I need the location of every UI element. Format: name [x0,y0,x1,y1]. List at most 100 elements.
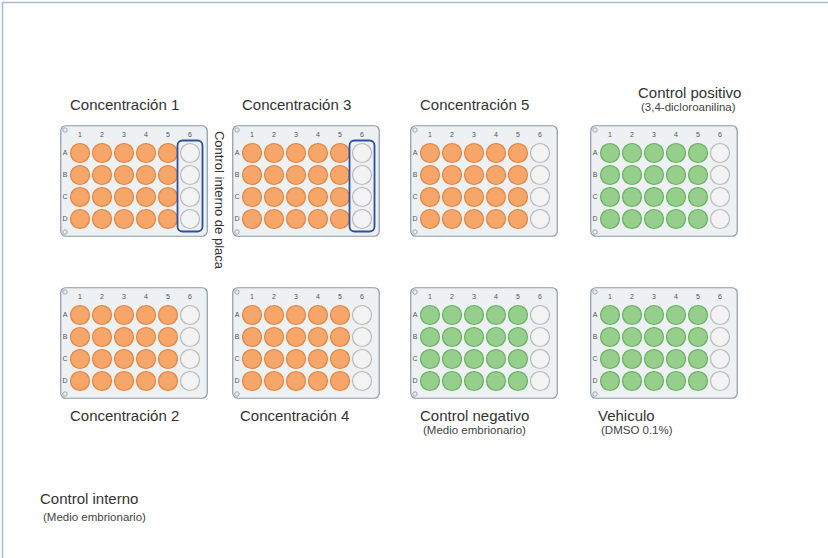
row-letter: D [590,377,600,385]
plate-body [61,288,208,399]
well [509,350,528,369]
well-plate: Vehiculo(DMSO 0.1%)123456ABCD [590,287,738,399]
column-number: 6 [185,131,195,139]
well [331,210,350,229]
well [243,350,262,369]
column-number: 1 [247,131,257,139]
row-letter: A [590,311,600,319]
plate-drawing [590,287,738,399]
row-letter: A [410,149,420,157]
well [601,210,620,229]
well [353,372,372,391]
well [265,166,284,185]
well [353,306,372,325]
column-number: 3 [119,131,129,139]
plate-title: Concentración 3 [242,96,351,113]
well [465,350,484,369]
well [531,144,550,163]
well [331,188,350,207]
well [623,306,642,325]
well [601,350,620,369]
well [159,188,178,207]
well [487,306,506,325]
column-number: 1 [605,131,615,139]
row-letter: B [60,333,70,341]
well [243,328,262,347]
plate-title: Control positivo [638,84,741,101]
well [689,210,708,229]
well [159,210,178,229]
column-number: 2 [447,293,457,301]
plate-title-group: Concentración 1 [70,96,179,113]
well [243,210,262,229]
well [667,328,686,347]
column-number: 4 [491,293,501,301]
well [689,144,708,163]
column-number: 2 [269,131,279,139]
plate-subtitle: (3,4-dicloroanilina) [641,101,741,113]
well [531,306,550,325]
well [287,166,306,185]
plate-corner-mark [413,230,417,234]
well [531,166,550,185]
row-letter: D [60,215,70,223]
plate-subtitle: (Medio embrionario) [423,424,529,436]
well [689,372,708,391]
well [443,350,462,369]
well [115,328,134,347]
well [331,306,350,325]
well [509,372,528,391]
well [93,372,112,391]
well [265,350,284,369]
column-number: 6 [535,293,545,301]
well [137,306,156,325]
well [137,188,156,207]
well [353,166,372,185]
well [115,372,134,391]
well [689,188,708,207]
column-number: 6 [357,293,367,301]
plate-corner-mark [235,290,239,294]
well [71,350,90,369]
column-number: 5 [513,131,523,139]
well [465,166,484,185]
well [645,188,664,207]
well [509,166,528,185]
note-subtitle: (Medio embrionario) [43,511,146,524]
well [181,188,200,207]
row-letter: B [590,333,600,341]
well [601,188,620,207]
column-number: 2 [97,131,107,139]
well [667,372,686,391]
column-number: 4 [671,131,681,139]
well [443,306,462,325]
row-letter: C [60,355,70,363]
well [93,306,112,325]
row-letter: B [232,171,242,179]
plate-title: Concentración 4 [240,407,349,424]
well [421,372,440,391]
well [265,306,284,325]
column-number: 5 [693,293,703,301]
plate-title: Concentración 5 [420,96,529,113]
column-number: 3 [469,293,479,301]
well [465,210,484,229]
plate-corner-mark [63,230,67,234]
well [465,372,484,391]
well [243,166,262,185]
well [689,350,708,369]
well [137,328,156,347]
column-number: 5 [335,131,345,139]
well [137,144,156,163]
column-number: 1 [247,293,257,301]
plate-title-group: Vehiculo(DMSO 0.1%) [598,407,673,436]
column-number: 3 [649,293,659,301]
well [689,306,708,325]
plate-corner-mark [63,392,67,396]
column-number: 1 [605,293,615,301]
well-plate: Control positivo(3,4-dicloroanilina)1234… [590,125,738,237]
well [181,350,200,369]
well [331,166,350,185]
well [71,188,90,207]
